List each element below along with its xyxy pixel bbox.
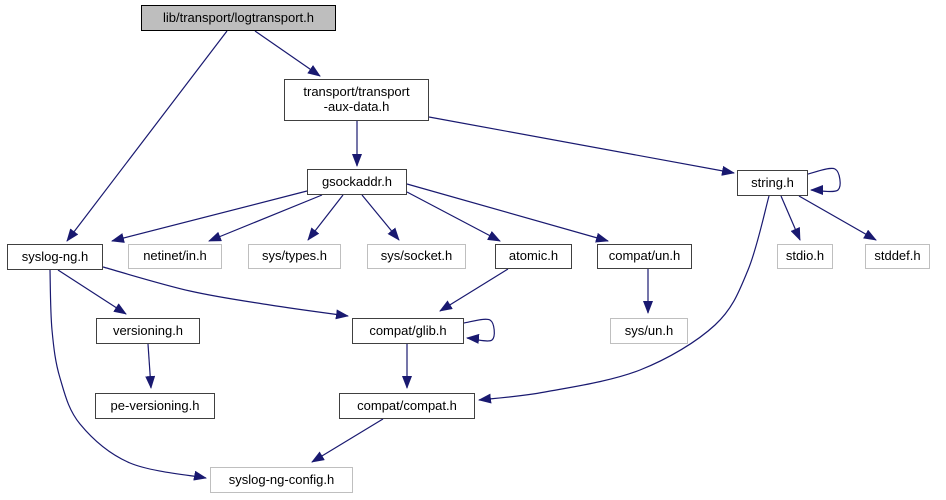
- edge-gsockaddr-to-netinet-in: [208, 194, 323, 242]
- edge-gsockaddr-to-syslog-ng: [111, 190, 308, 243]
- edge-string-to-stdio: [780, 195, 801, 241]
- node-syslog-ng[interactable]: syslog-ng.h: [7, 244, 103, 270]
- node-compat-glib[interactable]: compat/glib.h: [352, 318, 464, 344]
- node-compat-un[interactable]: compat/un.h: [597, 244, 692, 269]
- node-string[interactable]: string.h: [737, 170, 808, 196]
- edge-compat-compat-to-syslog-ng-config: [311, 418, 384, 463]
- node-versioning[interactable]: versioning.h: [96, 318, 200, 344]
- edge-syslog-ng-to-versioning: [57, 269, 127, 315]
- edge-gsockaddr-to-compat-un: [406, 183, 609, 243]
- node-gsockaddr[interactable]: gsockaddr.h: [307, 169, 407, 195]
- node-sys-socket[interactable]: sys/socket.h: [367, 244, 466, 269]
- edge-gsockaddr-to-sys-types: [307, 194, 344, 241]
- edge-syslog-ng-to-syslog-ng-config: [49, 269, 207, 481]
- node-netinet-in[interactable]: netinet/in.h: [128, 244, 222, 269]
- node-sys-types[interactable]: sys/types.h: [248, 244, 341, 269]
- node-pe-versioning[interactable]: pe-versioning.h: [95, 393, 215, 419]
- node-transport-aux-data[interactable]: transport/transport -aux-data.h: [284, 79, 429, 121]
- edge-transport-aux-data-to-string: [428, 116, 735, 176]
- node-atomic[interactable]: atomic.h: [495, 244, 572, 269]
- node-stddef[interactable]: stddef.h: [865, 244, 930, 269]
- edge-gsockaddr-to-atomic: [406, 191, 501, 242]
- edge-versioning-to-pe-versioning: [145, 343, 156, 389]
- edge-string-to-stddef: [798, 195, 877, 241]
- edge-atomic-to-compat-glib: [439, 268, 509, 312]
- edge-logtransport-to-transport-aux-data: [254, 30, 321, 77]
- edge-compat-glib-to-compat-glib: [463, 318, 495, 344]
- node-sys-un[interactable]: sys/un.h: [610, 318, 688, 344]
- edge-string-to-compat-compat: [478, 195, 770, 404]
- edge-gsockaddr-to-sys-socket: [361, 194, 400, 241]
- edge-string-to-string: [807, 167, 841, 196]
- edge-syslog-ng-to-compat-glib: [102, 266, 349, 320]
- node-compat-compat[interactable]: compat/compat.h: [339, 393, 475, 419]
- node-syslog-ng-config[interactable]: syslog-ng-config.h: [210, 467, 353, 493]
- edge-logtransport-to-syslog-ng: [66, 30, 228, 242]
- node-stdio[interactable]: stdio.h: [777, 244, 833, 269]
- node-logtransport[interactable]: lib/transport/logtransport.h: [141, 5, 336, 31]
